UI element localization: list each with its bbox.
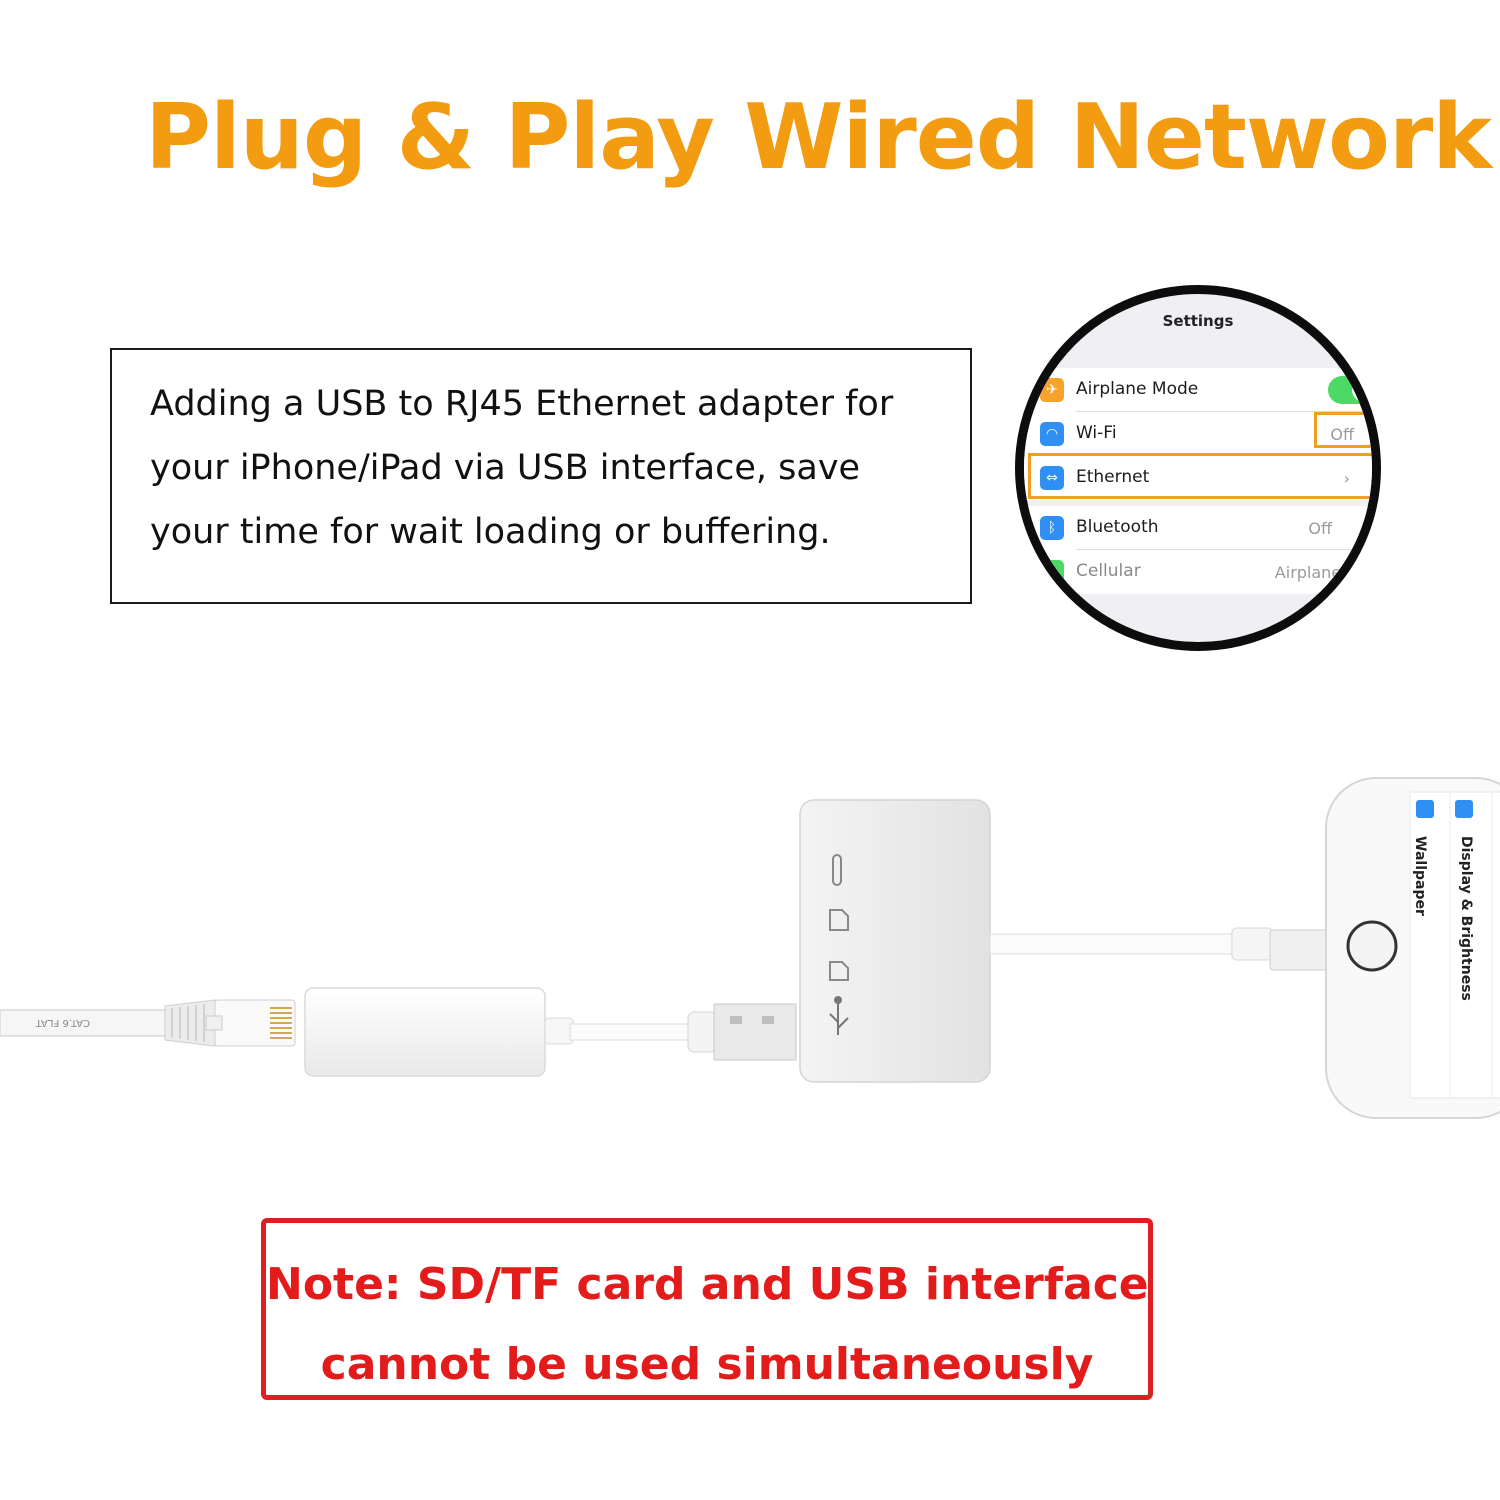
sd-card-icon	[829, 909, 849, 931]
settings-row-label: Cellular	[1076, 561, 1141, 581]
settings-row-ethernet[interactable]: ⇔ Ethernet ›	[1024, 456, 1372, 500]
phone-screen-item: Wallpaper	[1412, 836, 1428, 916]
settings-row-label: Bluetooth	[1076, 517, 1159, 537]
usb-symbol-icon	[829, 996, 849, 1035]
note-box: Note: SD/TF card and USB interface canno…	[261, 1218, 1153, 1400]
row-divider	[1076, 411, 1372, 412]
ethernet-dongle	[304, 987, 546, 1077]
settings-row-cellular[interactable]: ⌁ Cellular Airplane Mod	[1024, 550, 1372, 594]
settings-row-label: Airplane Mode	[1076, 379, 1199, 399]
ethernet-row-highlight	[1028, 453, 1372, 499]
settings-row-airplane-mode[interactable]: ✈ Airplane Mode	[1024, 368, 1372, 412]
description-box: Adding a USB to RJ45 Ethernet adapter fo…	[110, 348, 972, 604]
usb-a-plug	[687, 1003, 797, 1061]
airplane-icon: ✈	[1040, 378, 1064, 402]
settings-magnifier: Settings ✈ Airplane Mode ◠ Wi-Fi Off ⇔ E…	[1015, 285, 1381, 651]
settings-row-value: Airplane Mod	[1274, 563, 1380, 582]
description-line: your iPhone/iPad via USB interface, save	[150, 448, 861, 488]
ethernet-icon: ⇔	[1040, 466, 1064, 490]
settings-row-bluetooth[interactable]: ᛒ Bluetooth Off	[1024, 506, 1372, 550]
settings-row-label: Ethernet	[1076, 467, 1150, 487]
iphone: Display & Brightness Wallpaper	[1325, 777, 1500, 1119]
settings-title: Settings	[1162, 312, 1234, 330]
description-line: your time for wait loading or buffering.	[150, 512, 831, 552]
settings-row-value: Off	[1330, 425, 1354, 444]
bluetooth-icon: ᛒ	[1040, 516, 1064, 540]
wifi-value-highlight	[1314, 412, 1372, 448]
adapter-illustration: CAT.6 FLAT	[0, 777, 1500, 1119]
wifi-icon: ◠	[1040, 422, 1064, 446]
chevron-right-icon: ›	[1343, 469, 1350, 488]
adapter-hub	[799, 799, 991, 1083]
flat-ethernet-cable: CAT.6 FLAT	[0, 999, 216, 1047]
page-title: Plug & Play Wired Network	[145, 85, 1492, 190]
note-line: Note: SD/TF card and USB interface	[266, 1259, 1149, 1310]
rj45-plug	[205, 999, 296, 1047]
row-divider	[1076, 549, 1372, 550]
airplane-toggle[interactable]	[1328, 376, 1372, 404]
tf-card-icon	[829, 961, 849, 981]
description-line: Adding a USB to RJ45 Ethernet adapter fo…	[150, 384, 894, 424]
home-button	[1346, 920, 1398, 972]
note-line: cannot be used simultaneously	[320, 1339, 1094, 1390]
phone-screen-item: Display & Brightness	[1458, 836, 1474, 1001]
cable-print: CAT.6 FLAT	[35, 1017, 90, 1028]
lightning-port-icon	[832, 854, 842, 886]
settings-row-label: Wi-Fi	[1076, 423, 1117, 443]
settings-row-value: Off	[1308, 519, 1332, 538]
cellular-icon: ⌁	[1040, 560, 1064, 584]
